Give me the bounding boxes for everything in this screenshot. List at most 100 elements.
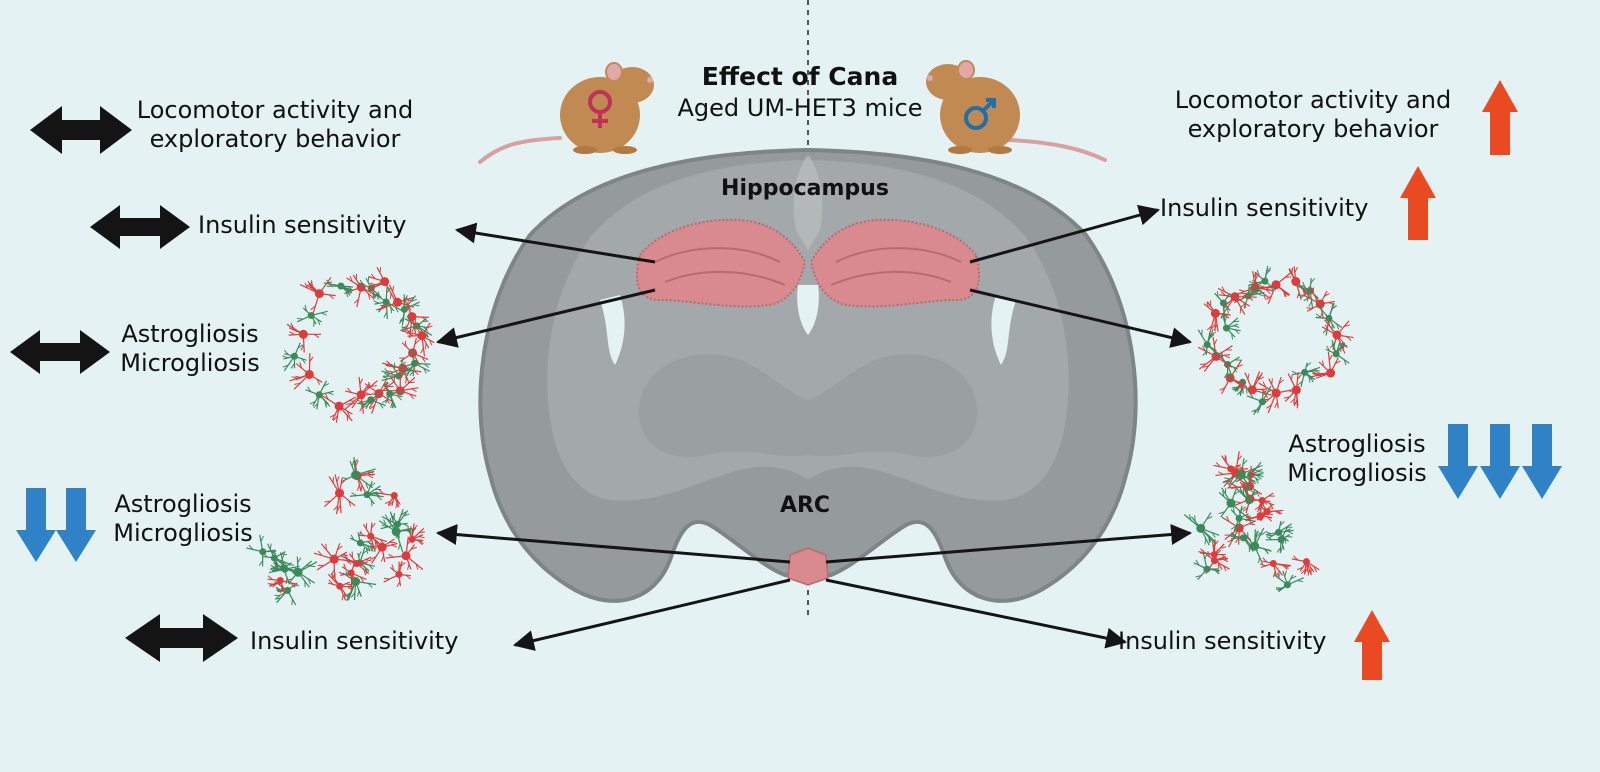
astrocyte-cell: [304, 369, 314, 379]
microglia-cell: [386, 390, 394, 398]
microglia-cell: [1203, 341, 1211, 349]
microglia-cell: [1277, 536, 1285, 544]
microglia-cell: [1306, 287, 1314, 295]
microglia-cell: [337, 282, 345, 290]
female-hippocampus-gliosis-label: Astrogliosis Microgliosis: [110, 320, 270, 379]
astrocyte-cell: [1230, 292, 1240, 302]
astrocyte-cell: [1227, 465, 1235, 473]
male-locomotor-label: Locomotor activity and exploratory behav…: [1148, 86, 1478, 145]
astrocyte-cell: [347, 569, 355, 577]
up-arrow-icon: [1400, 166, 1436, 240]
microglia-cell: [1236, 469, 1246, 479]
astrocyte-cell: [1247, 385, 1257, 395]
male-locomotor-line1: Locomotor activity and: [1174, 86, 1452, 114]
male-arc-glia-cluster: [1183, 451, 1320, 593]
hippocampus-label: Hippocampus: [721, 176, 889, 201]
microglia-cell: [1203, 565, 1211, 573]
astrocyte-cell: [356, 390, 366, 400]
down-arrow-icon: [1438, 424, 1478, 499]
astrocyte-cell: [393, 297, 403, 307]
double-headed-arrow-icon: [10, 330, 110, 374]
female-hippocampus-astrogliosis: Astrogliosis: [121, 320, 259, 348]
hippocampus-region: [635, 218, 981, 308]
astrocyte-cell: [1269, 559, 1277, 567]
male-arc-astrogliosis: Astrogliosis: [1288, 430, 1426, 458]
microglia-cell: [1226, 498, 1236, 508]
microglia-cell: [293, 567, 303, 577]
astrocyte-cell: [377, 542, 387, 552]
microglia-cell: [1283, 581, 1291, 589]
arc-label: ARC: [779, 493, 831, 518]
down-arrow-icon: [1480, 424, 1520, 499]
astrocyte-cell: [1256, 512, 1264, 520]
microglia-cell: [1222, 324, 1230, 332]
astrocyte-cell: [1234, 523, 1244, 533]
down-arrow-icon: [1522, 424, 1562, 499]
female-mouse-illustration: [478, 62, 654, 164]
female-locomotor-label: Locomotor activity and exploratory behav…: [110, 96, 440, 155]
astrocyte-cell: [329, 554, 339, 564]
up-arrow-icon: [1354, 610, 1390, 680]
figure-title: Effect of Cana: [701, 62, 899, 91]
microglia-cell: [391, 527, 401, 537]
female-arc-gliosis-label: Astrogliosis Microgliosis: [98, 490, 268, 549]
figure-subtitle: Aged UM-HET3 mice: [677, 94, 923, 122]
microglia-cell: [279, 564, 287, 572]
male-symbol-icon: [964, 98, 996, 130]
male-arc-insulin-label: Insulin sensitivity: [1118, 627, 1327, 655]
female-hippocampus-microgliosis: Microgliosis: [120, 349, 260, 378]
microglia-cell: [1245, 497, 1253, 505]
male-arc-gliosis-label: Astrogliosis Microgliosis: [1272, 430, 1442, 489]
astrocyte-cell: [334, 401, 344, 411]
microglia-cell: [259, 548, 267, 556]
double-headed-arrow-icon: [30, 106, 132, 154]
microglia-cell: [363, 491, 371, 499]
microglia-cell: [367, 396, 375, 404]
microglia-cell: [1275, 528, 1283, 536]
microglia-cell: [382, 298, 390, 306]
astrocyte-cell: [353, 559, 361, 567]
female-locomotor-line2: exploratory behavior: [149, 125, 401, 154]
microglia-cell: [1301, 368, 1309, 376]
microglia-cell: [1325, 314, 1333, 322]
astrocyte-cell: [276, 577, 284, 585]
arc-region: [787, 547, 829, 586]
astrocyte-cell: [417, 331, 427, 341]
astrocyte-cell: [407, 312, 417, 322]
down-arrow-icon: [56, 488, 96, 562]
male-hippocampus-insulin-label: Insulin sensitivity: [1160, 194, 1369, 222]
astrocyte-cell: [380, 277, 390, 287]
microglia-cell: [350, 470, 360, 480]
microglia-cell: [1258, 398, 1266, 406]
astrocyte-cell: [1210, 557, 1218, 565]
microglia-cell: [351, 576, 361, 586]
brain-coronal-section: [478, 147, 1138, 603]
double-headed-arrow-icon: [90, 205, 190, 249]
microglia-cell: [411, 359, 419, 367]
astrocyte-cell: [336, 582, 344, 590]
microglia-cell: [284, 586, 292, 594]
microglia-cell: [1219, 299, 1227, 307]
microglia-cell: [270, 554, 278, 562]
astrocyte-cell: [401, 551, 411, 561]
astrocyte-cell: [395, 570, 403, 578]
female-locomotor-line1: Locomotor activity and: [136, 96, 414, 124]
female-symbol-icon: [588, 90, 612, 128]
female-hippocampus-insulin-label: Insulin sensitivity: [198, 211, 407, 239]
astrocyte-cell: [1302, 558, 1310, 566]
microglia-cell: [356, 539, 364, 547]
microglia-cell: [1332, 350, 1340, 358]
astrocyte-cell: [1291, 277, 1301, 287]
astrocyte-cell: [1271, 388, 1281, 398]
astrocyte-cell: [1332, 330, 1342, 340]
microglia-cell: [1250, 541, 1260, 551]
male-locomotor-line2: exploratory behavior: [1187, 115, 1439, 144]
male-arc-microgliosis: Microgliosis: [1287, 459, 1427, 488]
microglia-cell: [1244, 292, 1252, 300]
astrocyte-cell: [1271, 280, 1281, 290]
microglia-cell: [400, 305, 408, 313]
female-arc-astrogliosis: Astrogliosis: [114, 490, 252, 518]
male-mouse-illustration: [926, 60, 1107, 162]
astrocyte-cell: [1326, 368, 1336, 378]
female-hippocampus-glia-cluster: [282, 266, 435, 423]
